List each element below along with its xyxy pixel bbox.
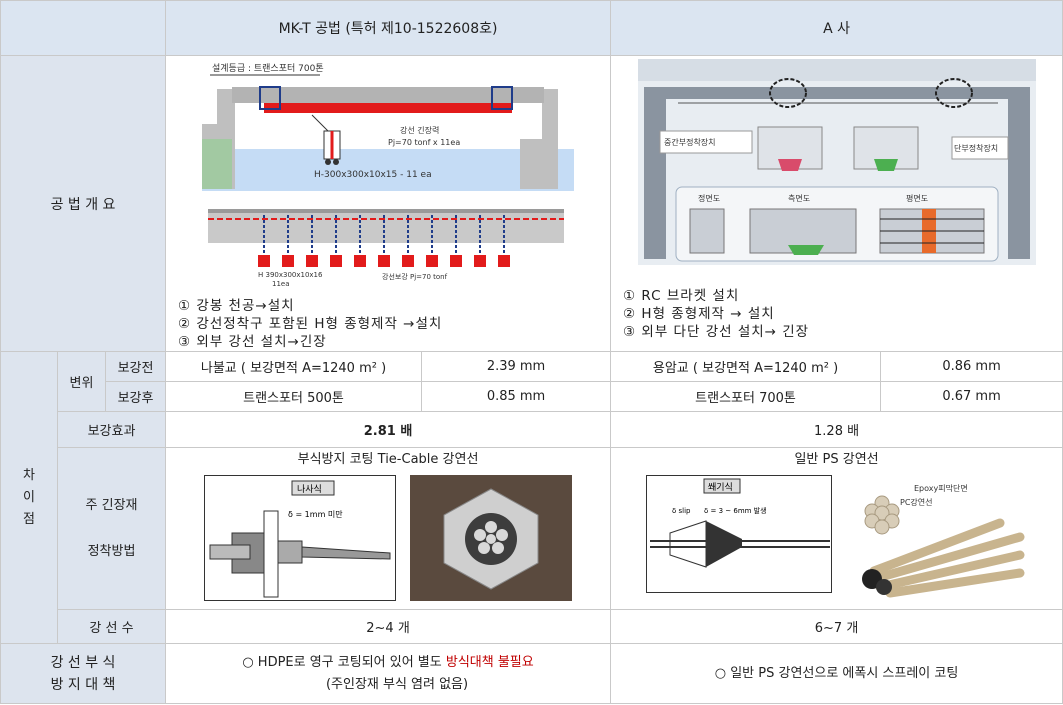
mkt-corrosion-line2: (주인장재 부식 염려 없음) [325,676,469,692]
mkt-tension-value: Pj=70 tonf x 11ea [388,138,460,147]
mkt-beam-label: H-300x300x10x15 - 11 ea [314,170,432,180]
mkt-corrosion-text: ○ HDPE로 영구 코팅되어 있어 별도 [242,654,446,670]
a-after-value: 0.67 mm [880,381,1063,412]
a-before-desc: 용암교 ( 보강면적 A=1240 m² ) [610,351,882,382]
mkt-tension-title: 부식방지 코팅 Tie-Cable 강연선 [297,452,479,467]
mkt-design-grade-label: 설계등급 : 트랜스포터 700톤 [212,62,324,74]
mkt-strand-label: 강선보강 Pj=70 tonf [382,272,448,281]
a-diagram-slip: δ slip [672,507,691,515]
mkt-overview-illustration: 설계등급 : 트랜스포터 700톤 강선 긴장력 Pj=70 tonf x 11… [202,59,575,293]
diff-label: 차 이 점 [0,351,58,644]
header-mkt: MK-T 공법 (특허 제10-1522608호) [165,0,612,56]
mkt-before-desc: 나불교 ( 보강면적 A=1240 m² ) [165,351,423,382]
diff-label-char-1: 차 [23,467,35,483]
before-label: 보강전 [104,351,167,382]
a-effect-value: 1.28 배 [610,411,1063,448]
mkt-step-3: ③ 외부 강선 설치→긴장 [178,334,327,350]
mkt-tension-label: 강선 긴장력 [400,125,439,135]
a-step-2: ② H형 종형제작 → 설치 [623,306,775,322]
after-label: 보강후 [104,381,167,412]
corrosion-label: 강 선 부 식 방 지 대 책 [0,643,167,704]
tension-label: 주 긴장재 정착방법 [56,447,167,610]
a-corrosion-cell: ○ 일반 PS 강연선으로 에폭시 스프레이 코팅 [610,643,1063,704]
a-wedge-anchor-diagram: 쐐기식 δ slip δ = 3 ~ 6mm 발생 [645,475,832,593]
a-end-anchor-label: 단부정착장치 [954,143,998,153]
a-front-view-label: 정면도 [698,193,720,203]
mkt-after-desc: 트랜스포터 500톤 [165,381,423,412]
a-pc-strand-photo: Epoxy피막단면 PC강연선 [849,475,1028,603]
mkt-diagram-note: δ = 1mm 미만 [288,510,343,519]
displacement-label: 변위 [57,351,106,412]
diff-label-char-3: 점 [23,511,35,527]
mkt-threaded-anchor-diagram: 나사식 δ δ = 1mm 미만 [204,475,397,601]
mkt-after-value: 0.85 mm [421,381,612,412]
corrosion-label-line1: 강 선 부 식 [50,654,116,671]
mkt-corrosion-cell: ○ HDPE로 영구 코팅되어 있어 별도 방식대책 불필요 (주인장재 부식 … [165,643,612,704]
a-steps: ① RC 브라켓 설치 ② H형 종형제작 → 설치 ③ 외부 다단 강선 설치… [612,287,1062,341]
a-tension-title: 일반 PS 강연선 [794,452,879,467]
a-step-3: ③ 외부 다단 강선 설치→ 긴장 [623,324,810,340]
a-diagram-note: δ = 3 ~ 6mm 발생 [704,506,767,515]
header-a: A 사 [610,0,1063,56]
overview-a: 중간부정착장치 단부정착장치 정면도 측면도 평면도 ① RC 브라켓 설치 ②… [610,55,1063,352]
a-side-view-label: 측면도 [788,193,810,203]
tension-label-anchor: 정착방법 [87,543,136,559]
mkt-diagram-tag: 나사식 [297,484,322,495]
corrosion-label-line2: 방 지 대 책 [50,676,116,693]
a-step-1: ① RC 브라켓 설치 [623,288,740,304]
mkt-beam2-label: H 390x300x10x16 [258,271,323,279]
mkt-tension-cell: 부식방지 코팅 Tie-Cable 강연선 나사식 δ δ = 1mm 미만 [165,447,612,610]
mkt-anchor-photo [410,475,573,601]
a-mid-anchor-label: 중간부정착장치 [664,137,716,147]
a-after-desc: 트랜스포터 700톤 [610,381,882,412]
mkt-strands-value: 2~4 개 [165,609,612,644]
mkt-before-value: 2.39 mm [421,351,612,382]
a-photo-pc-label: PC강연선 [900,497,933,507]
overview-mkt: 설계등급 : 트랜스포터 700톤 강선 긴장력 Pj=70 tonf x 11… [165,55,612,352]
a-strands-value: 6~7 개 [610,609,1063,644]
effect-label: 보강효과 [56,411,167,448]
header-corner [0,0,167,56]
mkt-corrosion-highlight: 방식대책 불필요 [445,654,534,670]
a-photo-epoxy-label: Epoxy피막단면 [914,483,968,493]
mkt-beam2-count: 11ea [272,280,290,288]
mkt-step-1: ① 강봉 천공→설치 [178,298,295,314]
a-plan-view-label: 평면도 [906,193,928,203]
tension-label-main: 주 긴장재 [85,497,138,513]
mkt-effect-value: 2.81 배 [165,411,612,448]
strands-label: 강 선 수 [56,609,167,644]
a-diagram-tag: 쐐기식 [708,482,733,493]
mkt-steps: ① 강봉 천공→설치 ② 강선정착구 포함된 H형 종형제작 →설치 ③ 외부 … [167,297,610,351]
a-overview-illustration: 중간부정착장치 단부정착장치 정면도 측면도 평면도 [637,59,1036,265]
diff-label-char-2: 이 [23,489,35,505]
a-tension-cell: 일반 PS 강연선 쐐기식 δ slip δ = 3 ~ 6mm 발생 [610,447,1063,610]
a-before-value: 0.86 mm [880,351,1063,382]
mkt-step-2: ② 강선정착구 포함된 H형 종형제작 →설치 [178,316,443,332]
overview-label: 공 법 개 요 [0,55,167,352]
a-corrosion-text: ○ 일반 PS 강연선으로 에폭시 스프레이 코팅 [714,665,959,681]
